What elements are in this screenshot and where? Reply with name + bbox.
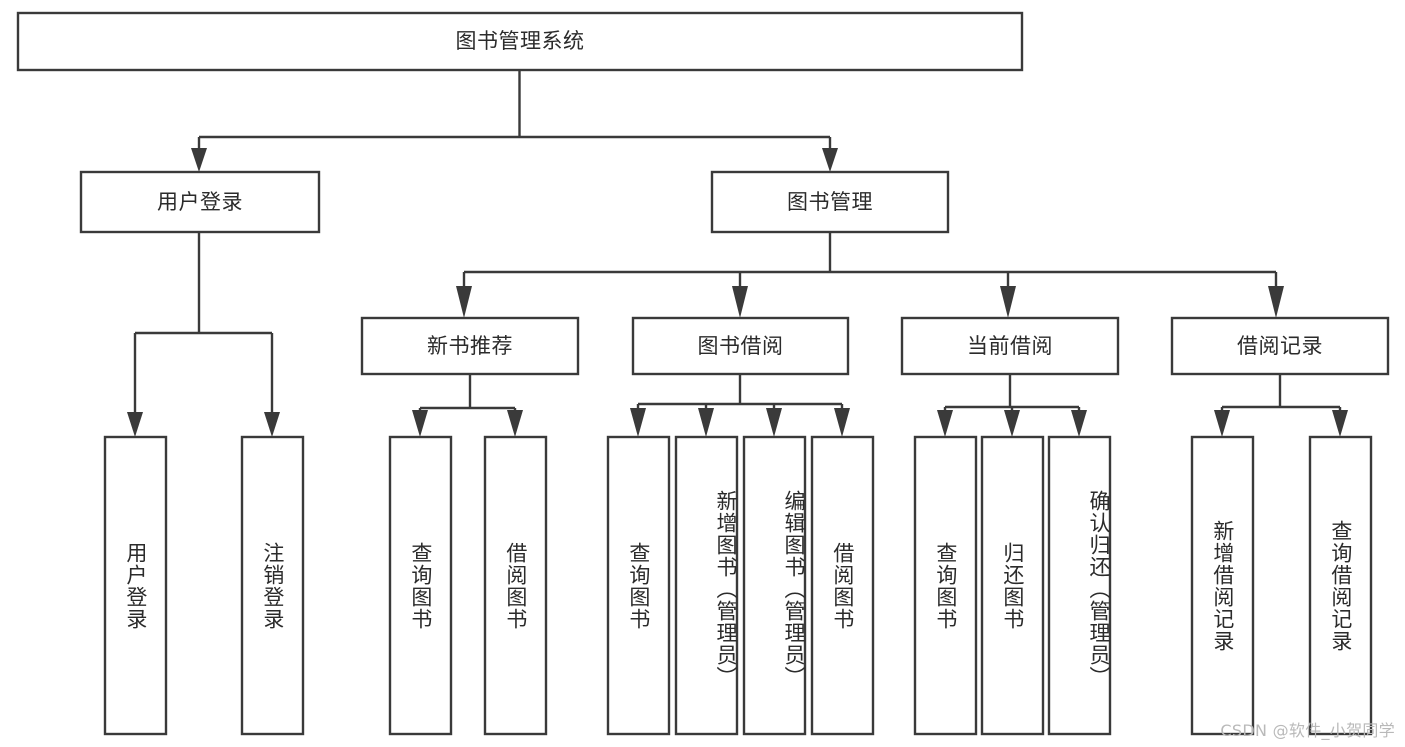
arrowhead-borrow-record — [1268, 286, 1284, 318]
label-borrow-record: 借阅记录 — [1237, 333, 1323, 358]
label-leaf-borrow-book-2: 借阅图书 — [830, 541, 855, 630]
node-box-user-login[interactable] — [79, 170, 321, 234]
node-box-leaf-query-book-2[interactable] — [606, 435, 671, 736]
label-leaf-borrow-book-1: 借阅图书 — [503, 541, 528, 630]
arrowhead-leaf-add-book — [698, 408, 714, 437]
arrowhead-leaf-query-book-2 — [630, 408, 646, 437]
label-root: 图书管理系统 — [455, 29, 585, 53]
node-box-leaf-edit-book[interactable] — [742, 435, 807, 736]
arrowhead-leaf-return-book — [1004, 410, 1020, 437]
arrowhead-leaf-add-record — [1214, 410, 1230, 437]
node-box-leaf-logout[interactable] — [240, 435, 305, 736]
label-new-book-rec: 新书推荐 — [427, 333, 513, 358]
label-leaf-query-book-1: 查询图书 — [408, 541, 433, 630]
label-leaf-query-book-3: 查询图书 — [933, 541, 958, 630]
label-leaf-add-record: 新增借阅记录 — [1210, 519, 1235, 652]
node-box-root[interactable] — [16, 11, 1024, 72]
arrowhead-leaf-borrow-book-2 — [834, 408, 850, 437]
node-box-leaf-query-book-1[interactable] — [388, 435, 453, 736]
node-box-book-manage[interactable] — [710, 170, 950, 234]
arrowhead-leaf-confirm-return — [1071, 410, 1087, 437]
label-leaf-query-book-2: 查询图书 — [626, 541, 651, 630]
arrowhead-leaf-user-login — [127, 412, 143, 437]
label-leaf-return-book: 归还图书 — [1000, 541, 1025, 630]
node-box-leaf-add-book[interactable] — [674, 435, 739, 736]
node-box-new-book-rec[interactable] — [360, 316, 580, 376]
arrowhead-leaf-edit-book — [766, 408, 782, 437]
label-leaf-add-book: 新增图书（管理员） — [714, 489, 738, 688]
arrowhead-leaf-logout — [264, 412, 280, 437]
arrowhead-leaf-query-book-1 — [412, 410, 428, 437]
node-box-current-borrow[interactable] — [900, 316, 1120, 376]
node-box-book-borrow[interactable] — [631, 316, 850, 376]
label-leaf-confirm-return: 确认归还（管理员） — [1087, 489, 1111, 688]
node-layer — [16, 11, 1390, 736]
node-box-leaf-user-login[interactable] — [103, 435, 168, 736]
label-book-manage: 图书管理 — [787, 189, 873, 214]
arrowhead-current-borrow — [1000, 286, 1016, 318]
node-box-leaf-query-record[interactable] — [1308, 435, 1373, 736]
label-current-borrow: 当前借阅 — [967, 333, 1053, 358]
node-box-leaf-add-record[interactable] — [1190, 435, 1255, 736]
label-leaf-logout: 注销登录 — [260, 541, 285, 630]
label-book-borrow: 图书借阅 — [697, 333, 784, 358]
arrowhead-leaf-query-record — [1332, 410, 1348, 437]
arrowhead-book-borrow — [732, 286, 748, 318]
connector-layer — [127, 70, 1348, 437]
label-leaf-query-record: 查询借阅记录 — [1328, 519, 1353, 652]
arrowhead-book-manage — [822, 148, 838, 172]
label-leaf-edit-book: 编辑图书（管理员） — [782, 489, 806, 688]
watermark: CSDN @软件_小贺同学 — [1220, 721, 1395, 740]
node-box-leaf-query-book-3[interactable] — [913, 435, 978, 736]
node-box-leaf-borrow-book-2[interactable] — [810, 435, 875, 736]
node-box-leaf-confirm-return[interactable] — [1047, 435, 1112, 736]
node-box-leaf-borrow-book-1[interactable] — [483, 435, 548, 736]
label-leaf-user-login: 用户登录 — [123, 541, 148, 630]
node-box-borrow-record[interactable] — [1170, 316, 1390, 376]
label-user-login: 用户登录 — [157, 189, 243, 214]
arrowhead-leaf-query-book-3 — [937, 410, 953, 437]
node-box-leaf-return-book[interactable] — [980, 435, 1045, 736]
arrowhead-leaf-borrow-book-1 — [507, 410, 523, 437]
arrowhead-user-login — [191, 148, 207, 172]
arrowhead-new-book-rec — [456, 286, 472, 318]
